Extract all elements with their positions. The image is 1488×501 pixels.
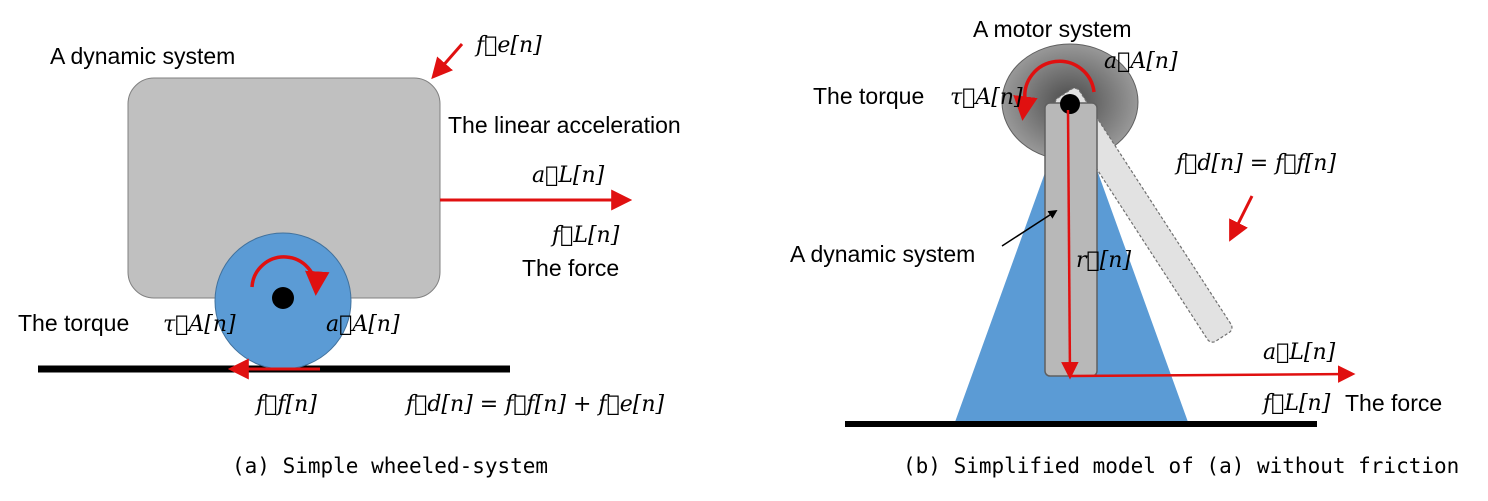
ghost-pendulum [1054,87,1233,343]
motor-rotation-arrow [1013,59,1096,121]
linear-force-arrow [1069,365,1356,383]
panel-a: A dynamic system f⃗e[n] The linear accel… [18,33,681,478]
motor-system-label: A motor system [973,16,1131,42]
motor-angular-acceleration-symbol: a⃗A[n] [1104,49,1178,74]
torque-label: The torque [18,310,129,336]
angular-acceleration-symbol: a⃗A[n] [326,312,400,337]
pendulum-acceleration-symbol: a⃗L[n] [1263,340,1336,365]
panel-b: A motor system a⃗A[n] The torque τ⃗A[n] … [790,16,1459,478]
disturbance-force-arrow [1229,195,1254,242]
dynamic-system-title: A dynamic system [50,43,235,69]
motor-torque-label: The torque [813,83,924,109]
force-label: The force [522,255,619,281]
linear-acceleration-symbol: a⃗L[n] [532,163,605,188]
caption-b: (b) Simplified model of (a) without fric… [903,454,1459,478]
pendulum-dynamic-system-label: A dynamic system [790,241,975,267]
dynamic-system-leader [1001,210,1058,247]
torque-symbol: τ⃗A[n] [163,312,236,337]
force-symbol: f⃗L[n] [550,223,620,248]
external-force-arrow [431,43,464,80]
caption-a: (a) Simple wheeled-system [232,454,548,478]
external-force-symbol: f⃗e[n] [474,33,542,58]
pendulum-force-symbol: f⃗L[n] [1261,391,1331,416]
friction-symbol: f⃗f[n] [254,392,317,417]
radius-vector-arrow [1061,109,1079,380]
linear-acceleration-label: The linear acceleration [448,112,681,138]
force-balance-equation: f⃗d[n] = f⃗f[n] + f⃗e[n] [404,392,665,417]
motor-torque-symbol: τ⃗A[n] [950,85,1023,110]
pendulum-force-label: The force [1345,390,1442,416]
radius-symbol: r⃗[n] [1076,248,1131,273]
pendulum-rod [1044,102,1098,377]
force-equality-equation: f⃗d[n] = f⃗f[n] [1174,151,1336,176]
pivot [1060,94,1080,114]
wheel-rotation-arrow [250,255,330,296]
wheel-axle [272,287,294,309]
